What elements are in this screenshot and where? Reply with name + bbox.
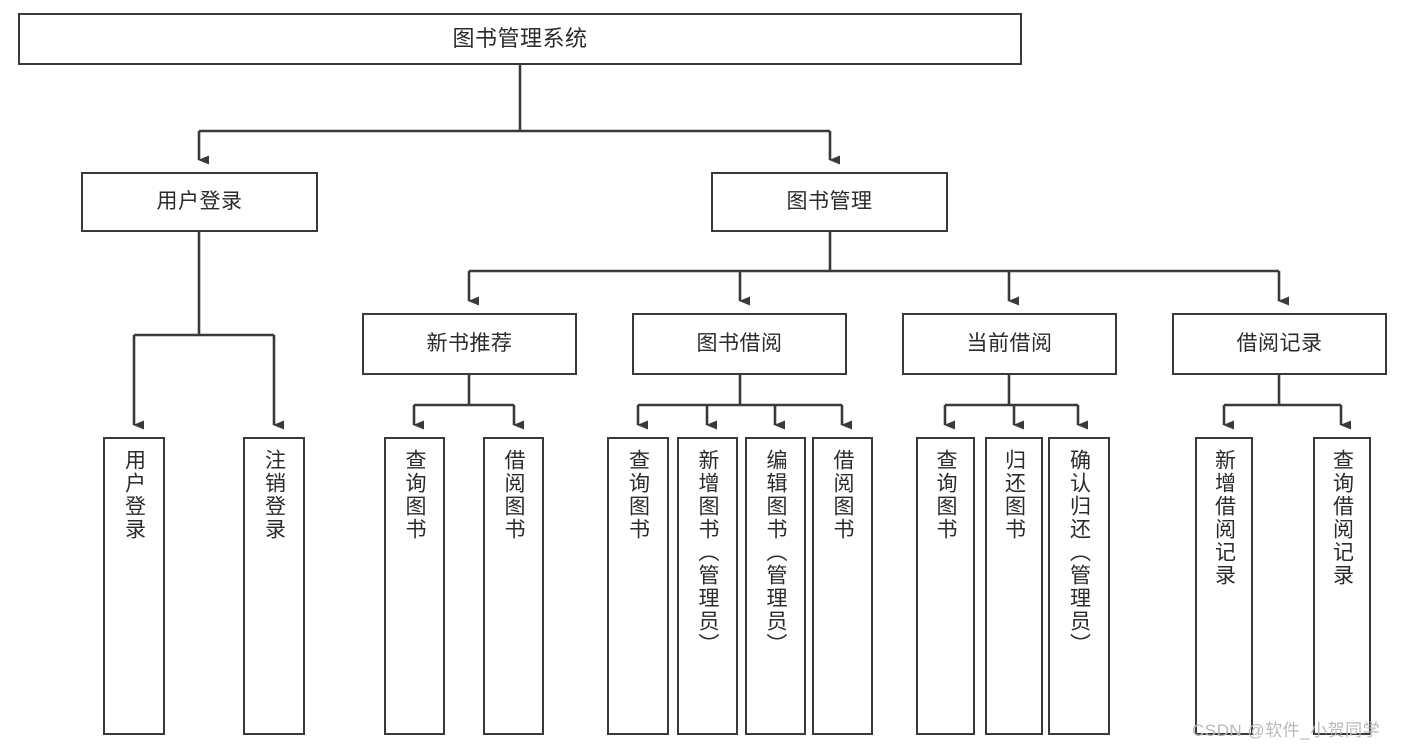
node-user-login[interactable]: 用户登录 [81, 172, 318, 232]
node-label: 注销登录 [262, 449, 286, 541]
node-leaf-query-book-1[interactable]: 查询图书 [384, 437, 445, 735]
node-leaf-edit-book[interactable]: 编辑图书（管理员） [745, 437, 806, 735]
node-leaf-user-logout[interactable]: 注销登录 [243, 437, 305, 735]
node-label: 查询借阅记录 [1330, 449, 1354, 587]
node-leaf-user-login[interactable]: 用户登录 [103, 437, 165, 735]
csdn-watermark: CSDN @软件_小贺同学 [1192, 721, 1381, 740]
node-label: 当前借阅 [966, 331, 1053, 355]
node-label: 用户登录 [122, 449, 146, 541]
node-leaf-add-record[interactable]: 新增借阅记录 [1195, 437, 1253, 735]
node-leaf-query-book-3[interactable]: 查询图书 [916, 437, 975, 735]
node-leaf-confirm-return[interactable]: 确认归还（管理员） [1048, 437, 1110, 735]
node-root-book-management-system[interactable]: 图书管理系统 [18, 13, 1022, 65]
node-label: 借阅图书 [502, 449, 525, 541]
node-label: 图书管理系统 [452, 26, 588, 52]
node-leaf-query-book-2[interactable]: 查询图书 [607, 437, 669, 735]
node-label: 借阅记录 [1236, 331, 1323, 355]
node-leaf-borrow-book-1[interactable]: 借阅图书 [483, 437, 544, 735]
node-label: 图书管理 [786, 189, 873, 213]
node-current-borrow[interactable]: 当前借阅 [902, 313, 1117, 375]
node-label: 图书借阅 [696, 331, 783, 355]
node-leaf-return-book[interactable]: 归还图书 [985, 437, 1043, 735]
node-label: 编辑图书（管理员） [764, 449, 787, 656]
node-label: 查询图书 [403, 449, 426, 541]
node-leaf-borrow-book-2[interactable]: 借阅图书 [812, 437, 873, 735]
node-label: 查询图书 [934, 449, 957, 541]
node-new-book-recommend[interactable]: 新书推荐 [362, 313, 577, 375]
node-leaf-add-book[interactable]: 新增图书（管理员） [677, 437, 738, 735]
node-label: 新增图书（管理员） [696, 449, 719, 656]
node-label: 新增借阅记录 [1212, 449, 1236, 587]
node-borrow-record[interactable]: 借阅记录 [1172, 313, 1387, 375]
node-label: 确认归还（管理员） [1067, 449, 1091, 656]
node-label: 归还图书 [1002, 449, 1026, 541]
node-book-borrow[interactable]: 图书借阅 [632, 313, 847, 375]
node-label: 新书推荐 [426, 331, 513, 355]
node-book-management[interactable]: 图书管理 [711, 172, 948, 232]
node-leaf-query-record[interactable]: 查询借阅记录 [1313, 437, 1371, 735]
node-label: 借阅图书 [831, 449, 854, 541]
node-label: 用户登录 [156, 189, 243, 213]
node-label: 查询图书 [626, 449, 650, 541]
